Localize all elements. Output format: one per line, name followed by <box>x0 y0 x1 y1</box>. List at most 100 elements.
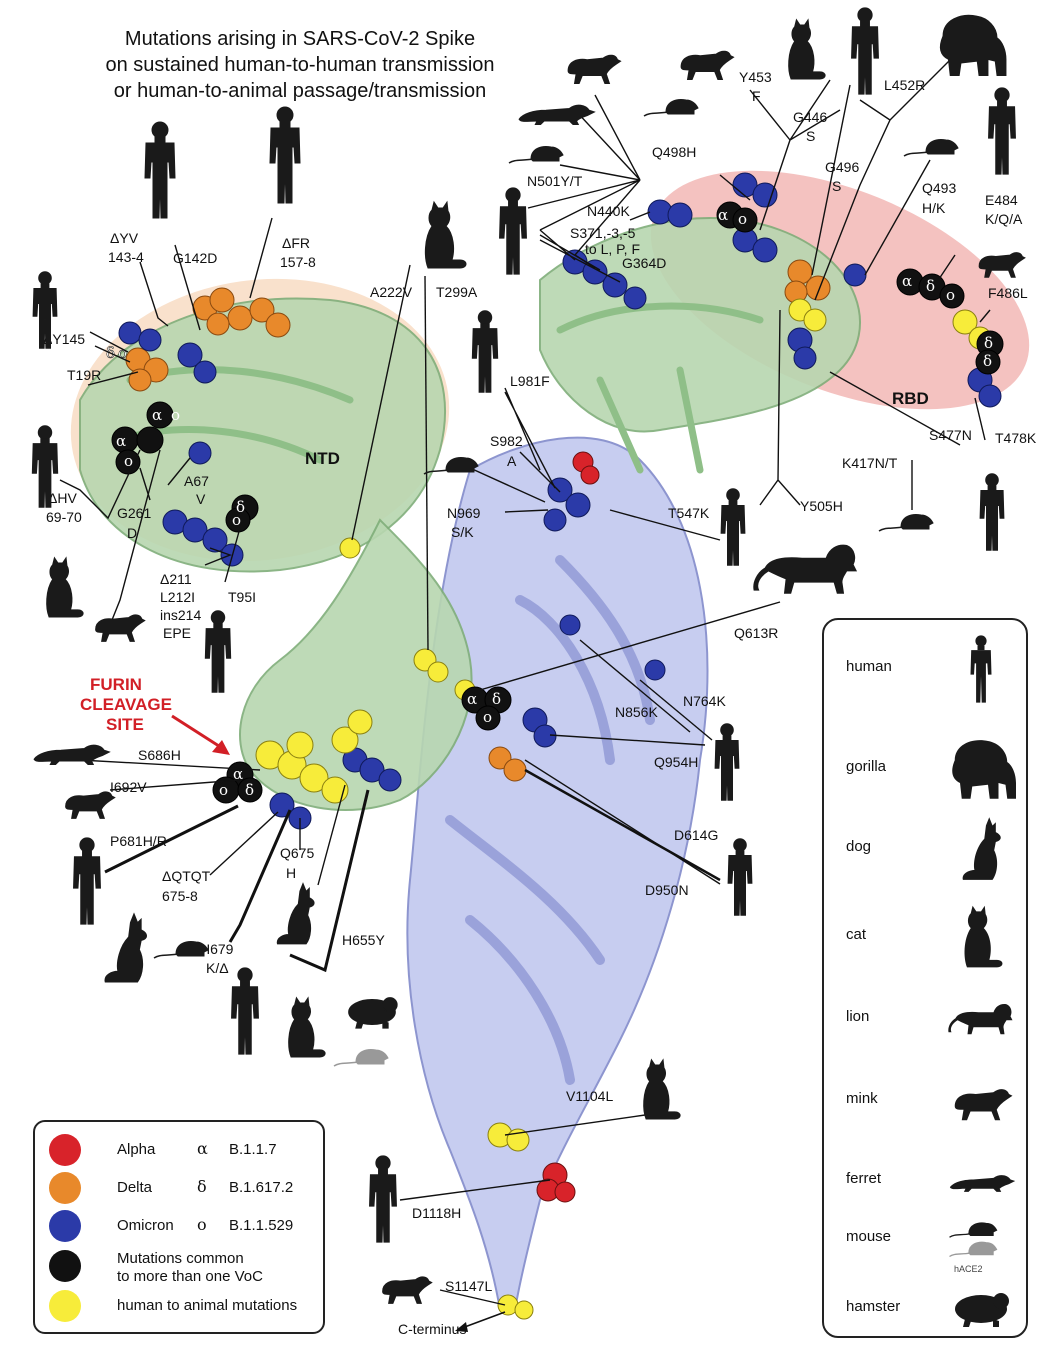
alpha-symbol: α <box>197 1139 208 1158</box>
mutation-label: S1147L <box>445 1278 492 1294</box>
delta-name: Delta <box>117 1179 153 1196</box>
connector-lines <box>59 59 991 1306</box>
mutation-label: E484 <box>985 192 1018 208</box>
svg-text:δ: δ <box>236 498 245 516</box>
svg-text:δ: δ <box>983 352 992 370</box>
mutation-label: S477N <box>929 427 972 443</box>
spike-protein-structure <box>79 217 861 1311</box>
furin-label-1: FURIN <box>90 675 142 694</box>
mutation-label: D1118H <box>412 1205 461 1221</box>
gorilla-icon <box>952 740 1016 799</box>
mutation-label: S/K <box>451 524 474 540</box>
mutation-label: Q493 <box>922 180 956 196</box>
mutation-label: ΔY145 <box>43 331 85 347</box>
species-hamster-label: hamster <box>846 1298 901 1315</box>
mutation-label: 157-8 <box>280 254 316 270</box>
svg-text:α: α <box>902 272 912 290</box>
mutation-label: G261 <box>117 505 151 521</box>
c-terminus-arrow <box>455 1311 506 1332</box>
mutation-label: ins214 <box>160 607 201 623</box>
mutation-label: D <box>127 525 137 541</box>
common-label: Mutations common to more than one VoC <box>117 1250 263 1286</box>
mutation-label: I692V <box>110 779 147 795</box>
species-lion-label: lion <box>846 1008 870 1025</box>
c-terminus-label: C-terminus <box>398 1321 466 1337</box>
mutation-label: Q954H <box>654 754 698 770</box>
mutation-label: ΔYV <box>110 230 139 246</box>
title-line-1: Mutations arising in SARS-CoV-2 Spike <box>124 28 476 50</box>
dog-icon <box>962 817 1001 880</box>
mutation-label: A <box>507 453 517 469</box>
svg-text:ο: ο <box>946 286 955 304</box>
common-line-2: to more than one VoC <box>117 1268 263 1285</box>
mutation-label: 675-8 <box>162 888 198 904</box>
title-line-3: or human-to-animal passage/transmission <box>113 80 487 102</box>
mutation-label: P681H/R <box>110 833 167 849</box>
species-gorilla-label: gorilla <box>846 758 887 775</box>
cat-icon <box>964 905 1003 968</box>
figure-title: Mutations arising in SARS-CoV-2 Spike on… <box>40 26 560 104</box>
svg-text:ο: ο <box>124 452 133 470</box>
svg-text:δ: δ <box>245 781 254 799</box>
mutation-label: G142D <box>173 250 217 266</box>
mutation-label: N969 <box>447 505 481 521</box>
species-human-label: human <box>846 658 892 675</box>
mutation-label: N764K <box>683 693 726 709</box>
furin-arrow <box>171 714 230 755</box>
svg-text:ο: ο <box>483 708 492 726</box>
human-icon <box>970 635 992 703</box>
mutation-label: L452R <box>884 77 925 93</box>
mutation-label: ΔQTQT <box>162 868 211 884</box>
mutation-labels: ΔYV 143-4 G142D ΔFR 157-8 A222V T299A ΔY… <box>43 69 1037 1337</box>
lion-icon <box>948 1004 1013 1035</box>
mutation-label: N856K <box>615 704 658 720</box>
mutation-label: F <box>752 88 761 104</box>
svg-text:α: α <box>718 206 728 224</box>
mutation-label: H/K <box>922 200 946 216</box>
mutation-label: ΔFR <box>282 235 310 251</box>
species-dog-label: dog <box>846 838 872 855</box>
svg-text:ο: ο <box>232 511 241 529</box>
svg-text:ο: ο <box>171 406 180 424</box>
species-mouse-label: mouse <box>846 1228 892 1245</box>
mutation-label: 69-70 <box>46 509 82 525</box>
mutation-label: T95I <box>228 589 256 605</box>
svg-text:δ: δ <box>984 334 993 352</box>
animal-name: human to animal mutations <box>117 1297 298 1314</box>
mutation-label: Y453 <box>739 69 772 85</box>
omicron-symbol: ο <box>197 1215 207 1234</box>
mutation-label: Q498H <box>652 144 696 160</box>
common-swatch <box>49 1250 81 1282</box>
mutation-label: L212I <box>160 589 195 605</box>
species-row-human: human <box>846 634 1016 704</box>
mutation-label: V1104L <box>566 1088 613 1104</box>
species-row-ferret: ferret <box>846 1146 1016 1216</box>
mink-icon <box>954 1089 1013 1121</box>
mutation-label: G496 <box>825 159 859 175</box>
furin-label-3: SITE <box>106 715 144 734</box>
mutation-label: T547K <box>668 505 710 521</box>
mutation-label: T299A <box>436 284 478 300</box>
omicron-swatch <box>49 1210 81 1242</box>
svg-text:α: α <box>233 765 243 783</box>
mutation-label: Y505H <box>800 498 843 514</box>
svg-text:δ: δ <box>926 277 935 295</box>
alpha-lineage: B.1.1.7 <box>229 1141 277 1158</box>
omicron-lineage: B.1.1.529 <box>229 1217 294 1234</box>
mutation-label: to L, P, F <box>585 241 640 257</box>
species-row-mouse: mouse hACE2 <box>846 1204 1016 1274</box>
svg-text:α: α <box>116 432 126 450</box>
animal-swatch <box>49 1290 81 1322</box>
mutation-label: T478K <box>995 430 1037 446</box>
svg-text:ο: ο <box>738 210 747 228</box>
mutation-label: Q675 <box>280 845 314 861</box>
common-line-1: Mutations common <box>117 1250 244 1267</box>
mutation-label: S371,-3,-5 <box>570 225 636 241</box>
svg-text:δ: δ <box>492 690 501 708</box>
species-row-mink: mink <box>846 1066 1016 1136</box>
mutation-label: H <box>286 865 296 881</box>
title-line-2: on sustained human-to-human transmission <box>105 54 495 76</box>
mutation-label: S982 <box>490 433 523 449</box>
mutation-label: N501Y/T <box>527 173 583 189</box>
